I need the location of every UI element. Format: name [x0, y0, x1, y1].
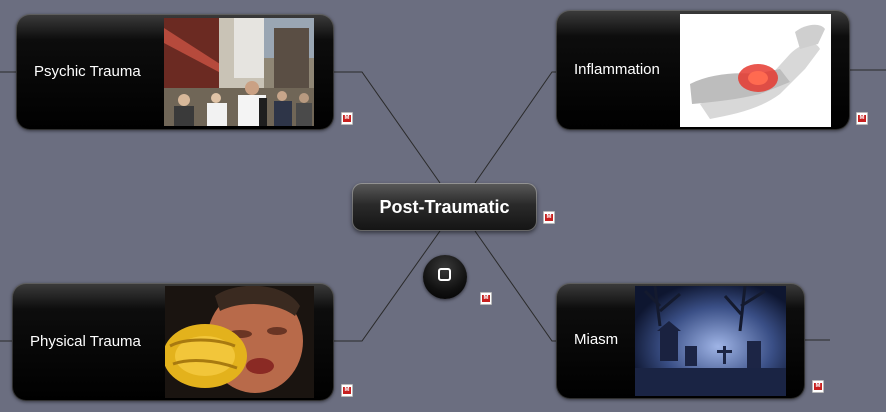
note-attachment-icon[interactable]: M	[543, 211, 555, 224]
note-attachment-icon[interactable]: M	[341, 384, 353, 397]
central-topic[interactable]: Post-Traumatic	[352, 183, 537, 231]
topic-label: Physical Trauma	[30, 333, 141, 350]
connector-physical	[334, 230, 441, 342]
topic-label: Miasm	[574, 331, 619, 348]
topic-node-inflammation[interactable]: Inflammation	[556, 10, 850, 130]
connector-inflammation	[474, 71, 557, 184]
topic-node-psychic-trauma[interactable]: Psychic Trauma	[16, 14, 334, 130]
topic-label: Psychic Trauma	[34, 63, 141, 80]
topic-label: Inflammation	[574, 61, 660, 78]
topic-node-miasm[interactable]: Miasm	[556, 283, 805, 399]
street-crowd-photo	[164, 18, 314, 126]
note-attachment-icon[interactable]: M	[856, 112, 868, 125]
note-attachment-icon[interactable]: M	[480, 292, 492, 305]
connector-psychic	[334, 71, 441, 184]
square-button-icon[interactable]	[423, 255, 467, 299]
note-attachment-icon[interactable]: M	[812, 380, 824, 393]
note-attachment-icon[interactable]: M	[341, 112, 353, 125]
connector-miasm	[474, 230, 557, 342]
foggy-cemetery-photo	[635, 286, 786, 396]
central-topic-label: Post-Traumatic	[379, 196, 510, 217]
boxing-punch-photo	[165, 286, 314, 398]
topic-node-physical-trauma[interactable]: Physical Trauma	[12, 283, 334, 401]
square-glyph	[438, 268, 451, 281]
inflamed-wrist-photo	[680, 14, 831, 127]
